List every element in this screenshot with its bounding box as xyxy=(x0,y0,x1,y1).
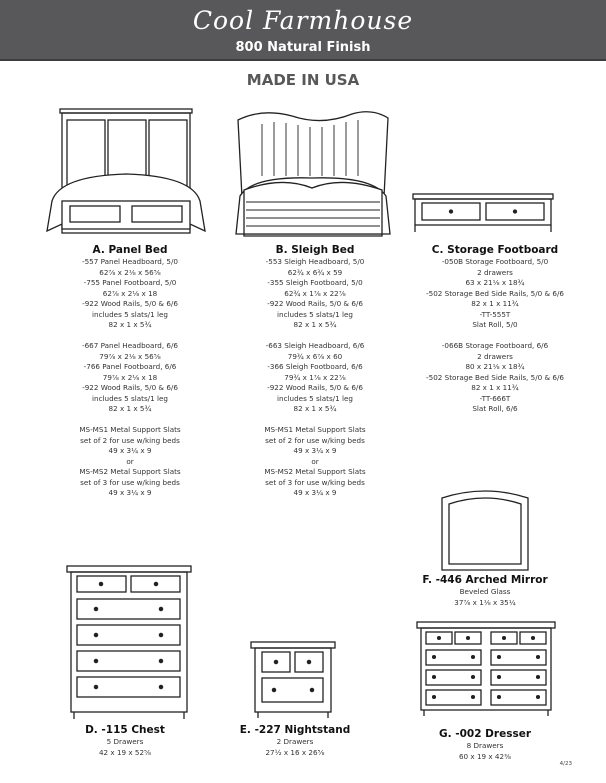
spec-line: -922 Wood Rails, 5/0 & 6/6 xyxy=(82,299,178,308)
sleigh-bed-drawing xyxy=(235,111,391,237)
spec-line: 62⅞ x 2⅛ x 56⅝ xyxy=(99,267,161,277)
spec-line: MS-MS2 Metal Support Slats xyxy=(79,467,181,476)
spec-line: 2 drawers xyxy=(477,267,513,277)
spec-line: -050B Storage Footboard, 5/0 xyxy=(441,257,549,266)
spec-line: set of 2 for use w/king beds xyxy=(80,435,180,445)
spec-line: 82 x 1 x 11¾ xyxy=(471,299,519,308)
spec-line: -TT-666T xyxy=(479,393,511,403)
spec-line: 37⅞ x 1⅛ x 35¼ xyxy=(454,597,516,607)
spec-line: MS-MS1 Metal Support Slats xyxy=(264,425,366,434)
spec-line: Slat Roll, 6/6 xyxy=(472,404,518,413)
spec-line: -557 Panel Headboard, 5/0 xyxy=(82,257,178,266)
spec-line: 79⅞ x 2⅛ x 18 xyxy=(102,372,158,382)
spec-line: Slat Roll, 5/0 xyxy=(472,320,518,329)
sleigh-bed-title: B. Sleigh Bed xyxy=(275,244,355,256)
spec-line: MS-MS2 Metal Support Slats xyxy=(264,467,366,476)
nightstand-title: E. -227 Nightstand xyxy=(239,724,351,736)
page-number: 4/23 xyxy=(559,761,572,767)
spec-line: 27½ x 16 x 26⅝ xyxy=(265,747,325,757)
dresser-title: G. -002 Dresser xyxy=(438,728,531,740)
spec-line: MS-MS1 Metal Support Slats xyxy=(79,425,181,434)
spec-line: 62¾ x 1⅞ x 22⅞ xyxy=(284,288,346,298)
spec-line: set of 3 for use w/king beds xyxy=(265,477,365,487)
spec-line: -667 Panel Headboard, 6/6 xyxy=(82,341,178,350)
header-banner: Cool Farmhouse 800 Natural Finish xyxy=(0,0,606,61)
spec-line: includes 5 slats/1 leg xyxy=(277,309,353,319)
spec-line: 82 x 1 x 5¾ xyxy=(108,404,152,413)
spec-line: -766 Panel Footboard, 6/6 xyxy=(83,362,177,371)
spec-line: includes 5 slats/1 leg xyxy=(92,393,168,403)
spec-line: -355 Sleigh Footboard, 5/0 xyxy=(267,278,363,287)
spec-line: 79⅞ x 2⅛ x 56⅝ xyxy=(99,351,161,361)
spec-line: -663 Sleigh Headboard, 6/6 xyxy=(265,341,365,350)
nightstand-drawing xyxy=(250,641,336,718)
spec-line: or xyxy=(311,456,319,466)
spec-line: 5 Drawers xyxy=(106,737,144,746)
chest-title: D. -115 Chest xyxy=(85,724,165,736)
sleigh-bed-info: B. Sleigh Bed -553 Sleigh Headboard, 5/0… xyxy=(225,244,405,499)
spec-line: or xyxy=(126,456,134,466)
spec-line: set of 2 for use w/king beds xyxy=(265,435,365,445)
spec-line: 63 x 21⅛ x 18¾ xyxy=(465,278,525,287)
spec-line: 62¾ x 6¾ x 59 xyxy=(287,267,343,277)
spec-line: 49 x 3¼ x 9 xyxy=(293,446,337,455)
dresser-drawing xyxy=(416,621,556,716)
spec-line: -922 Wood Rails, 5/0 & 6/6 xyxy=(82,383,178,392)
spec-line: 82 x 1 x 5¾ xyxy=(293,404,337,413)
spec-line: includes 5 slats/1 leg xyxy=(277,393,353,403)
panel-bed-title: A. Panel Bed xyxy=(92,244,168,256)
storage-footboard-title: C. Storage Footboard xyxy=(431,244,559,256)
spec-line: -TT-555T xyxy=(479,309,511,319)
spec-line: -922 Wood Rails, 5/0 & 6/6 xyxy=(267,383,363,392)
spec-line: 82 x 1 x 11¾ xyxy=(471,383,519,392)
spec-line: 80 x 21⅛ x 18¾ xyxy=(465,362,525,371)
made-in-usa: MADE IN USA xyxy=(246,71,360,89)
spec-line: -755 Panel Footboard, 5/0 xyxy=(83,278,177,287)
mirror-title: F. -446 Arched Mirror xyxy=(422,574,548,586)
spec-line: -922 Wood Rails, 5/0 & 6/6 xyxy=(267,299,363,308)
finish-title: 800 Natural Finish xyxy=(235,40,371,55)
spec-line: 62⅞ x 2⅛ x 18 xyxy=(102,288,158,298)
panel-bed-drawing xyxy=(46,108,206,234)
spec-line: 82 x 1 x 5¾ xyxy=(108,320,152,329)
storage-footboard-drawing xyxy=(412,193,554,232)
spec-line: 8 Drawers xyxy=(466,741,504,750)
chest-drawing xyxy=(66,565,192,719)
arched-mirror-drawing xyxy=(441,490,529,571)
spec-line: 79¾ x 6⅞ x 60 xyxy=(287,351,343,361)
spec-line: includes 5 slats/1 leg xyxy=(92,309,168,319)
spec-line: 49 x 3¼ x 9 xyxy=(108,488,152,497)
spec-line: -366 Sleigh Footboard, 6/6 xyxy=(267,362,363,371)
spec-line: 60 x 19 x 42⅜ xyxy=(458,751,512,761)
spec-line: Beveled Glass xyxy=(459,587,511,596)
spec-line: -553 Sleigh Headboard, 5/0 xyxy=(265,257,365,266)
spec-line: -066B Storage Footboard, 6/6 xyxy=(441,341,549,350)
spec-line: 79¾ x 1⅞ x 22⅞ xyxy=(284,372,346,382)
spec-line: 49 x 3¼ x 9 xyxy=(108,446,152,455)
spec-line: 49 x 3¼ x 9 xyxy=(293,488,337,497)
storage-footboard-info: C. Storage Footboard -050B Storage Footb… xyxy=(400,244,590,415)
spec-line: 2 drawers xyxy=(477,351,513,361)
spec-line: 82 x 1 x 5¾ xyxy=(293,320,337,329)
spec-line: -502 Storage Bed Side Rails, 5/0 & 6/6 xyxy=(426,288,564,298)
spec-line: -502 Storage Bed Side Rails, 5/0 & 6/6 xyxy=(426,372,564,382)
spec-line: 42 x 19 x 52⅝ xyxy=(98,747,152,757)
spec-line: set of 3 for use w/king beds xyxy=(80,477,180,487)
spec-line: 2 Drawers xyxy=(276,737,314,746)
brand-logo: Cool Farmhouse xyxy=(192,6,414,35)
